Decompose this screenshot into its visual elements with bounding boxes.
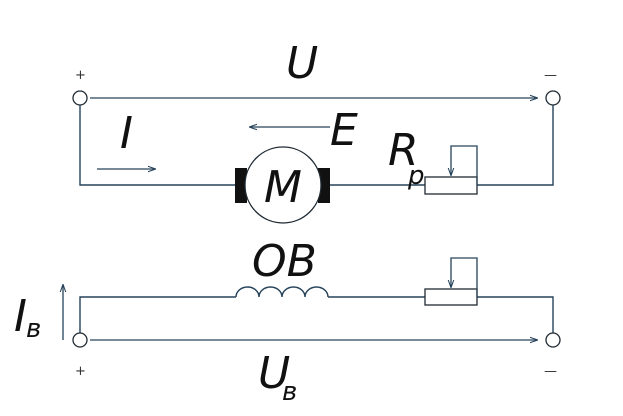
armature-current-label: I: [120, 108, 133, 159]
armature-terminal-minus: [545, 90, 561, 106]
field-plus-sign: +: [75, 364, 86, 379]
motor-label: M: [264, 162, 302, 213]
armature-resistor-subscript: р: [407, 161, 425, 191]
armature-left-wire: [79, 105, 236, 186]
field-current-subscript: в: [26, 314, 41, 344]
armature-rheostat-wiper: [451, 145, 478, 185]
field-rheostat-wiper: [451, 257, 478, 297]
field-rheostat-body: [424, 288, 478, 306]
motor-brush-right: [318, 168, 330, 203]
armature-terminal-plus: [72, 90, 88, 106]
motor-brush-left: [235, 168, 247, 203]
armature-plus-sign: +: [75, 68, 86, 83]
field-winding-label: ОВ: [252, 236, 317, 287]
armature-voltage-label: U: [286, 38, 318, 89]
armature-rheostat-body: [424, 176, 478, 195]
field-voltage-label: U: [258, 348, 290, 399]
field-terminal-minus: [545, 332, 561, 348]
emf-label: E: [330, 105, 358, 156]
field-current-label: I: [14, 291, 27, 342]
field-left-wire: [79, 296, 236, 333]
field-minus-sign: —: [544, 364, 557, 379]
field-voltage-subscript: в: [282, 377, 297, 407]
field-winding-coils: [235, 286, 329, 298]
field-right-wire: [477, 296, 554, 333]
motor-symbol: [244, 146, 322, 224]
armature-minus-sign: —: [544, 68, 557, 83]
armature-right-wire: [477, 105, 554, 186]
field-terminal-plus: [72, 332, 88, 348]
armature-resistor-label: R: [388, 125, 419, 176]
